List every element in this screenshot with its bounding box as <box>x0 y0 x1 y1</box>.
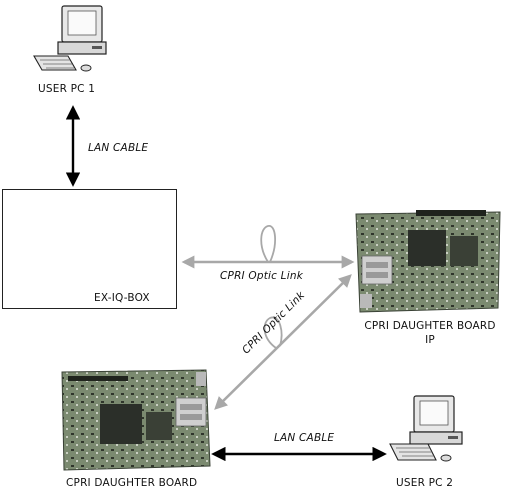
ex-iq-box-frame <box>2 189 177 309</box>
lan-cable-top-label: LAN CABLE <box>88 142 149 154</box>
user-pc-1-label: USER PC 1 <box>38 83 96 95</box>
cpri-daughter-board-ip-label-line1: CPRI DAUGHTER BOARD <box>364 320 496 332</box>
user-pc-1-icon <box>33 5 107 72</box>
cpri-daughter-board-ip-image <box>355 210 501 313</box>
cpri-daughter-board-ip-label-line2: IP <box>425 334 435 346</box>
optic-link-horizontal-label: CPRI Optic Link <box>220 270 303 282</box>
cpri-daughter-board-image <box>61 369 211 471</box>
user-pc-2-icon <box>389 395 463 462</box>
optic-link-diagonal-loop <box>263 316 283 349</box>
user-pc-2-label: USER PC 2 <box>396 477 454 489</box>
cpri-daughter-board-label: CPRI DAUGHTER BOARD <box>66 477 198 489</box>
ex-iq-box-label: EX-IQ-BOX <box>94 292 150 304</box>
optic-link-diagonal-line <box>214 274 352 410</box>
optic-link-horizontal-loop <box>260 225 276 263</box>
lan-cable-bottom-label: LAN CABLE <box>274 432 335 444</box>
